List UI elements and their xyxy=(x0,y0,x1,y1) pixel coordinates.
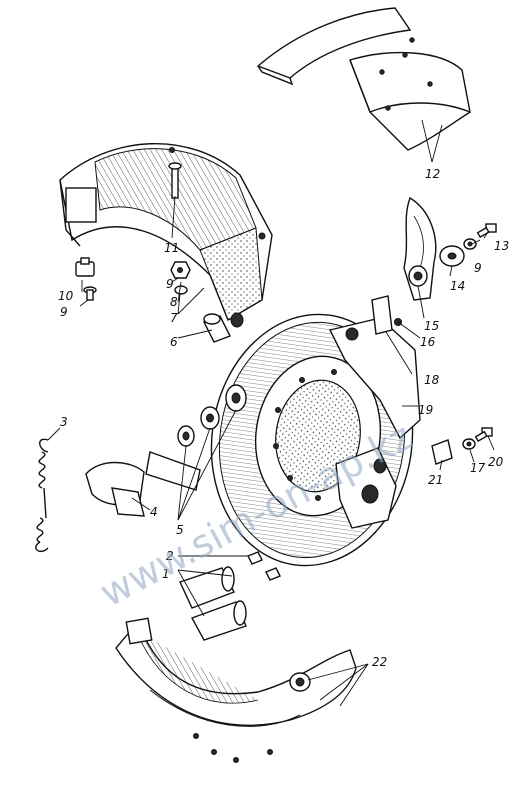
callout-18: 17 xyxy=(470,461,486,475)
backplate-20 xyxy=(210,313,421,567)
callout-1: 1 xyxy=(162,567,170,581)
callout-labels: 12 11 9 8 7 6 10 9 13 1 9 14 15 16 18 19… xyxy=(58,167,509,669)
callout-9-left: 9 xyxy=(166,277,174,291)
callout-22: 21 xyxy=(428,473,443,487)
fitting-11 xyxy=(75,257,95,277)
washer-15 xyxy=(439,245,465,267)
upper-brake-shoe xyxy=(59,142,273,328)
brake-lining-13 xyxy=(256,7,471,151)
bracket-17 xyxy=(371,295,402,335)
callout-2: 2 xyxy=(166,549,174,563)
callout-10: 9 xyxy=(60,305,68,319)
lower-brake-shoe xyxy=(115,617,357,763)
bushing-6 xyxy=(203,313,231,343)
bolt-21 xyxy=(474,427,493,443)
callout-3: 3 xyxy=(60,415,68,429)
washer-8 xyxy=(174,285,188,295)
nut-9-right xyxy=(463,238,477,250)
callout-14: 13 xyxy=(494,239,509,253)
callout-9-r: 9 xyxy=(474,261,482,275)
callout-15: 14 xyxy=(450,279,465,293)
plate-22 xyxy=(431,439,453,465)
callout-12: 11 xyxy=(164,241,179,255)
callout-8: 8 xyxy=(170,295,178,309)
nut-18 xyxy=(462,438,476,450)
bolt-10 xyxy=(83,286,97,301)
callout-6: 6 xyxy=(170,335,178,349)
callout-13: 12 xyxy=(425,167,440,181)
bushings-5 xyxy=(177,384,247,447)
callout-5: 5 xyxy=(176,523,184,537)
callout-21: 20 xyxy=(488,455,504,469)
bolts-2 xyxy=(247,551,281,581)
callout-4: 4 xyxy=(150,505,158,519)
callout-20: 19 xyxy=(418,403,433,417)
camshaft-4 xyxy=(85,451,201,517)
bracket-16 xyxy=(403,196,437,301)
leader-lines xyxy=(47,119,495,707)
callout-17: 16 xyxy=(420,335,436,349)
callout-11: 10 xyxy=(58,289,74,303)
spring-3 xyxy=(35,438,49,552)
nut-9-left xyxy=(170,261,191,279)
bolt-14 xyxy=(476,223,497,239)
callout-7: 7 xyxy=(170,311,178,325)
callout-23: 22 xyxy=(372,655,387,669)
callout-19: 18 xyxy=(424,373,440,387)
callout-16: 15 xyxy=(424,319,439,333)
pins-1 xyxy=(179,566,247,641)
